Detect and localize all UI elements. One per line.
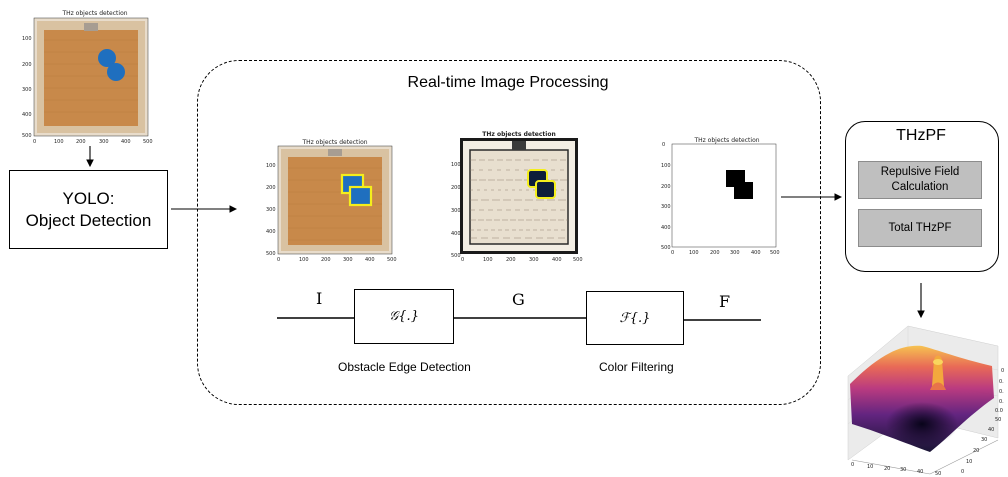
caption-edge-detection: Obstacle Edge Detection xyxy=(338,360,471,374)
input-plot-title: THz objects detection xyxy=(62,10,128,17)
input-plot xyxy=(33,17,149,137)
signal-i-label: I xyxy=(316,289,323,308)
realtime-processing-container xyxy=(197,60,821,405)
signal-g-label: G xyxy=(512,290,525,309)
repulsive-field-block: Repulsive Field Calculation xyxy=(858,161,982,199)
obstacle-2 xyxy=(107,63,125,81)
yolo-label: YOLO: xyxy=(62,188,115,208)
thzpf-box xyxy=(845,121,999,272)
plot-f-image xyxy=(671,143,777,248)
plot-g-title: THz objects detection xyxy=(482,131,556,138)
color-filter-operator: ℱ{.} xyxy=(586,291,684,345)
signal-f-label: F xyxy=(719,292,731,311)
obstacle-1 xyxy=(98,49,116,67)
plot-i-title: THz objects detection xyxy=(302,139,368,146)
thzpf-title: THzPF xyxy=(896,127,946,144)
object-detection-label: Object Detection xyxy=(25,210,152,230)
edge-detection-operator: 𝒢{.} xyxy=(354,289,454,344)
total-thzpf-block: Total THzPF xyxy=(858,209,982,247)
plot-g-image xyxy=(460,138,578,254)
caption-color-filtering: Color Filtering xyxy=(599,360,674,374)
realtime-processing-title: Real-time Image Processing xyxy=(407,74,609,91)
thzpf-surface-plot xyxy=(847,325,999,475)
plot-i-image xyxy=(277,145,393,255)
yolo-object-detection-box: YOLO: Object Detection xyxy=(9,170,168,249)
plot-f-title: THz objects detection xyxy=(694,137,760,144)
